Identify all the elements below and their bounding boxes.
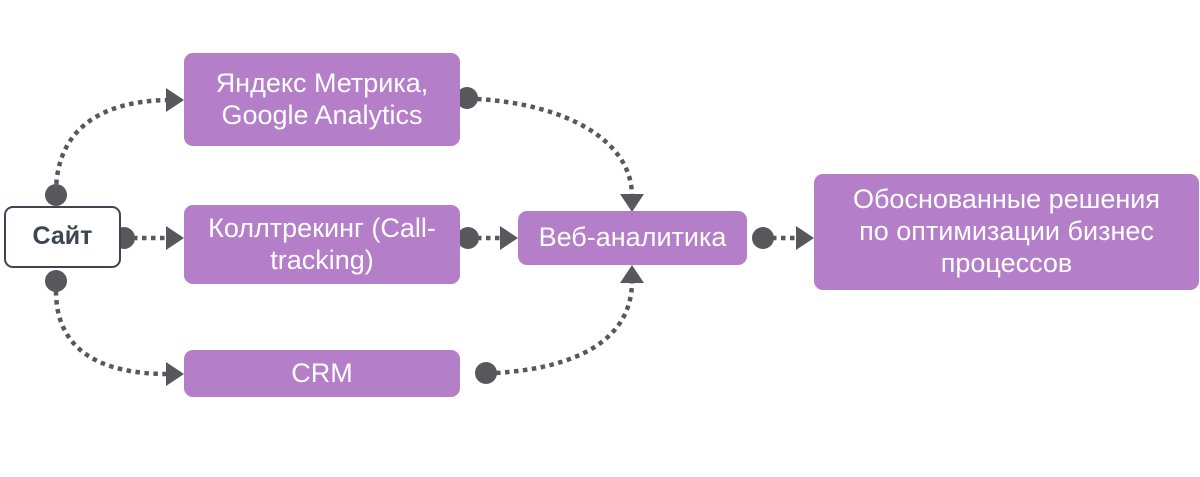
node-crm[interactable]: CRM [184, 350, 460, 397]
connector-site-to-crm [45, 270, 184, 386]
node-calltracking-label: Коллтрекинг (Call- tracking) [208, 212, 436, 275]
node-site-label: Сайт [32, 222, 93, 251]
node-metrics-label: Яндекс Метрика, Google Analytics [215, 67, 429, 130]
node-decisions-label: Обоснованные решения по оптимизации бизн… [852, 184, 1161, 278]
connector-site-to-metrics [45, 88, 184, 206]
connector-site-to-calltracking [113, 226, 184, 250]
node-decisions[interactable]: Обоснованные решения по оптимизации бизн… [814, 174, 1199, 290]
connector-calltracking-to-webanalytics [457, 226, 518, 250]
connector-metrics-to-webanalytics [456, 87, 644, 212]
node-metrics[interactable]: Яндекс Метрика, Google Analytics [184, 53, 460, 146]
node-calltracking[interactable]: Коллтрекинг (Call- tracking) [184, 205, 460, 284]
connector-crm-to-webanalytics [475, 265, 644, 384]
node-web-analytics-label: Веб-аналитика [538, 222, 727, 253]
node-web-analytics[interactable]: Веб-аналитика [518, 211, 747, 265]
node-crm-label: CRM [291, 357, 353, 388]
connector-webanalytics-to-decisions [752, 226, 814, 250]
node-site[interactable]: Сайт [4, 206, 121, 268]
